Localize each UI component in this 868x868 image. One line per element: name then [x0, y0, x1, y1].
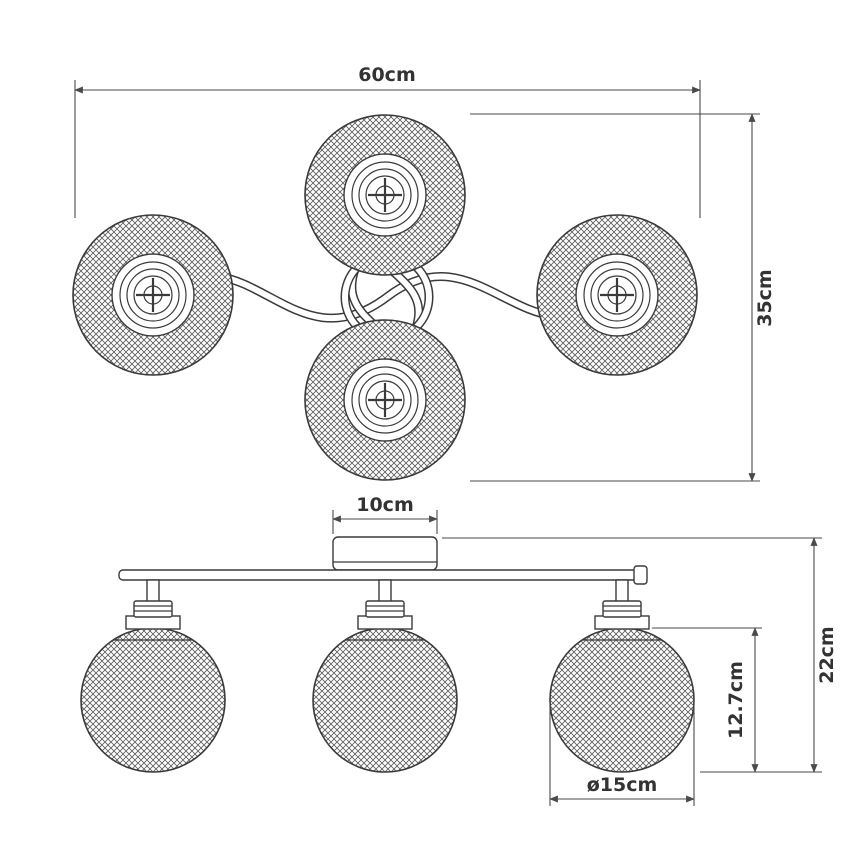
ceiling-canopy [332, 536, 438, 571]
shade-bottom [303, 318, 467, 482]
lamp-right [549, 579, 695, 773]
dimension-total-height: 22cm [442, 537, 838, 773]
dim-shade-height-label: 12.7cm [725, 661, 747, 739]
dim-shade-diameter-label: ø15cm [587, 774, 658, 796]
dim-canopy-width-label: 10cm [356, 494, 414, 516]
lamp-left [80, 579, 226, 773]
dimension-top-width: 60cm [74, 64, 701, 218]
dim-top-height-label: 35cm [754, 269, 776, 327]
dimension-top-height: 35cm [470, 113, 776, 482]
shade-top [303, 113, 467, 277]
lamp-center [312, 579, 458, 773]
shade-right [535, 213, 699, 377]
top-view: 60cm 35cm [71, 64, 776, 482]
dim-total-height-label: 22cm [816, 626, 838, 684]
front-view: 10cm 22cm 12.7cm ø15cm [80, 494, 838, 806]
dimension-shade-height: 12.7cm [652, 627, 762, 773]
dimension-shade-diameter: ø15cm [549, 700, 695, 806]
shade-left [71, 213, 235, 377]
dimension-canopy-width: 10cm [332, 494, 438, 534]
dim-top-width-label: 60cm [358, 64, 416, 86]
